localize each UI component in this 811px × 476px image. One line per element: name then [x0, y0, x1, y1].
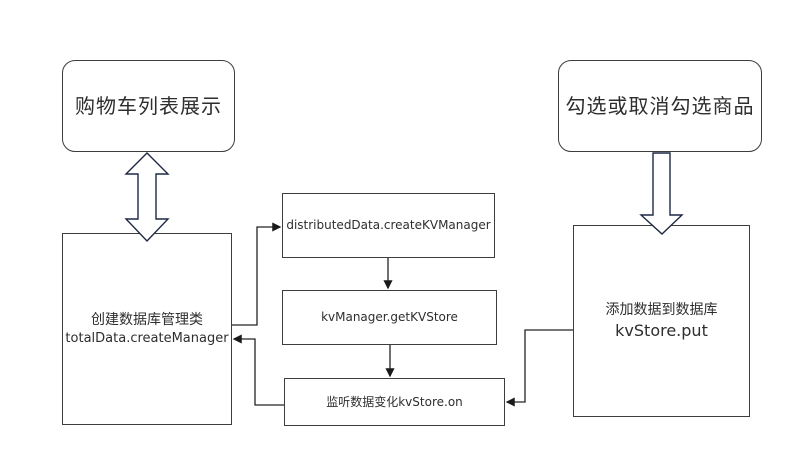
- node-create-manager-label-api: totalData.createManager: [65, 330, 229, 346]
- node-kv-store-put-label-cn: 添加数据到数据库: [605, 301, 718, 318]
- node-kv-store-on: 监听数据变化kvStore.on: [284, 378, 505, 426]
- node-create-kv-manager: distributedData.createKVManager: [282, 193, 495, 258]
- edge-create-manager-to-create-kv-manager: [232, 222, 282, 326]
- edge-kv-store-on-to-create-manager: [232, 334, 284, 406]
- edge-kv-store-put-to-kv-store-on: [505, 329, 573, 407]
- hollow-double-arrow: [124, 152, 170, 243]
- node-create-kv-manager-label: distributedData.createKVManager: [286, 218, 491, 233]
- node-check-product: 勾选或取消勾选商品: [558, 60, 762, 152]
- node-cart-display-label: 购物车列表展示: [75, 93, 222, 118]
- node-create-manager-label-cn: 创建数据库管理类: [91, 311, 203, 328]
- node-create-manager: 创建数据库管理类 totalData.createManager: [62, 233, 232, 425]
- node-get-kv-store: kvManager.getKVStore: [282, 290, 497, 345]
- node-cart-display: 购物车列表展示: [62, 60, 235, 152]
- hollow-down-arrow: [639, 152, 684, 235]
- node-kv-store-on-label: 监听数据变化kvStore.on: [326, 394, 463, 409]
- node-kv-store-put: 添加数据到数据库 kvStore.put: [573, 225, 750, 417]
- node-get-kv-store-label: kvManager.getKVStore: [321, 310, 458, 325]
- node-kv-store-put-label-api: kvStore.put: [615, 320, 708, 340]
- node-check-product-label: 勾选或取消勾选商品: [565, 93, 755, 118]
